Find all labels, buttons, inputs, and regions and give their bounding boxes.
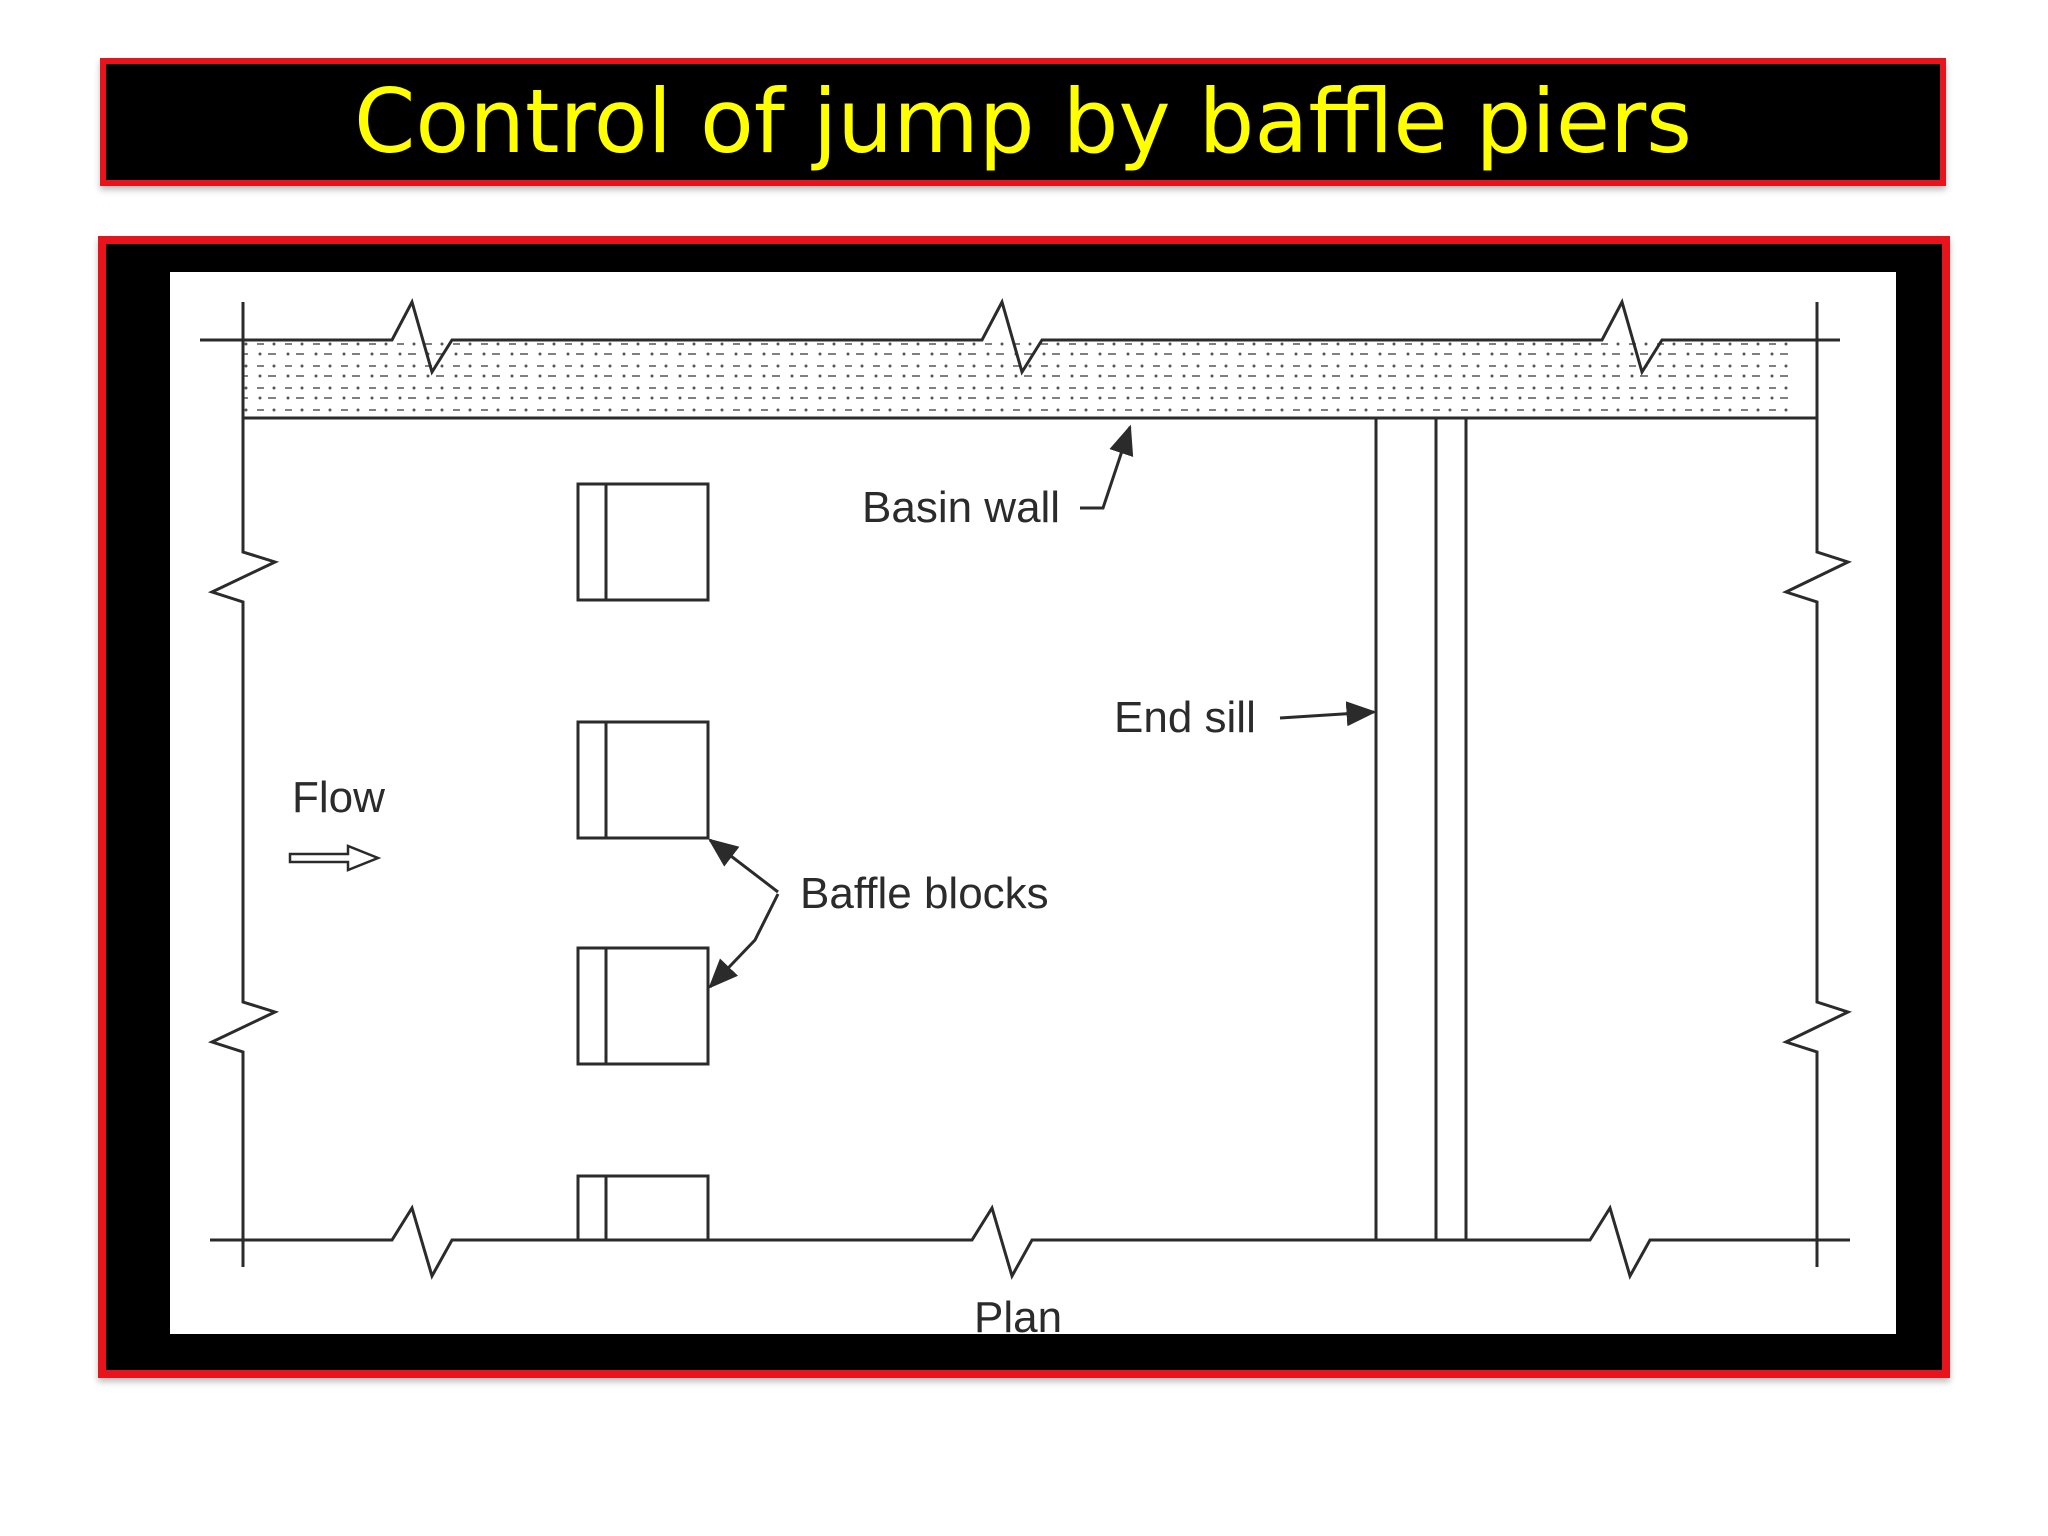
baffle-blocks-label: Baffle blocks xyxy=(800,869,1049,918)
baffle-block xyxy=(576,482,710,602)
left-break-line xyxy=(207,302,280,1267)
baffle-block-partial xyxy=(576,1174,710,1240)
baffle-block xyxy=(576,720,710,840)
end-sill-leader xyxy=(1279,701,1377,727)
top-break-line xyxy=(200,297,1840,376)
basin-wall-leader xyxy=(1080,424,1134,510)
end-sill-label: End sill xyxy=(1114,693,1256,742)
plan-label: Plan xyxy=(974,1293,1062,1334)
bottom-break-line xyxy=(210,1204,1850,1280)
plan-diagram: Basin wall End sill Flow Baffle blocks P… xyxy=(170,272,1896,1334)
flow-arrow-icon xyxy=(288,844,382,872)
baffle-blocks-leader-lower xyxy=(708,893,780,989)
baffle-blocks-leader-upper xyxy=(708,838,779,894)
right-break-line xyxy=(1781,302,1853,1267)
basin-wall-label: Basin wall xyxy=(862,483,1060,532)
slide-title: Control of jump by baffle piers xyxy=(353,70,1692,173)
plan-diagram-svg: Basin wall End sill Flow Baffle blocks P… xyxy=(200,297,1853,1334)
title-bar: Control of jump by baffle piers xyxy=(100,58,1946,186)
flow-label: Flow xyxy=(292,773,385,822)
baffle-block xyxy=(576,946,710,1066)
